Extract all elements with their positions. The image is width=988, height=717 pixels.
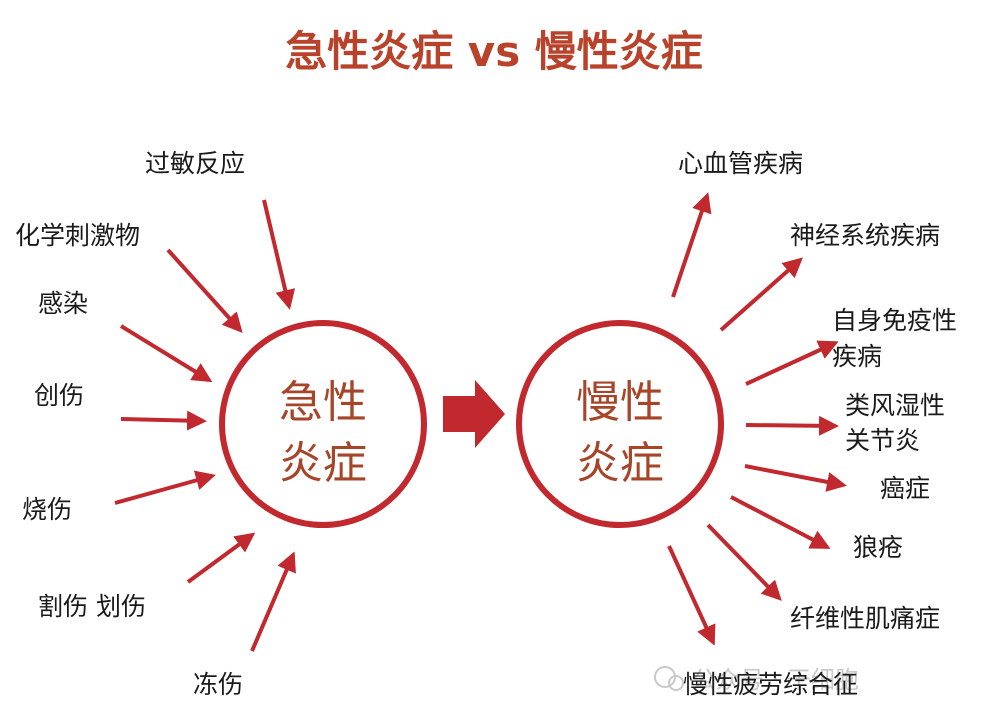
wechat-icon (654, 666, 676, 688)
arrow-burn (114, 470, 216, 505)
arrow-rheumatoid (745, 415, 839, 436)
page-title: 急性炎症 vs 慢性炎症 (285, 27, 703, 76)
cause-label-chemical-irritant: 化学刺激物 (15, 221, 140, 250)
disease-label-fibromyalgia: 纤维性肌痛症 (790, 604, 940, 633)
chronic-inflammation-circle (516, 320, 724, 528)
arrow-lupus (730, 495, 831, 549)
acute-circle-line1: 急性 (279, 377, 367, 428)
arrow-chronic-fatigue (667, 545, 716, 646)
arrow-chemical-irritant (166, 248, 243, 333)
disease-label-autoimmune-line1: 自身免疫性 (832, 306, 957, 335)
chronic-circle-line2: 炎症 (576, 438, 664, 489)
arrow-cuts (186, 532, 256, 584)
acute-circle-line2: 炎症 (279, 438, 367, 489)
arrow-cancer (744, 464, 847, 492)
disease-label-cardiovascular: 心血管疾病 (678, 149, 803, 178)
arrow-trauma (120, 410, 207, 431)
cause-label-cuts: 割伤 划伤 (38, 592, 146, 621)
cause-label-trauma: 创伤 (34, 381, 84, 410)
wechat-icon-inner (668, 675, 684, 691)
chronic-circle-line1: 慢性 (576, 377, 664, 428)
disease-label-cancer: 癌症 (880, 474, 930, 503)
disease-label-autoimmune-line2: 疾病 (832, 342, 882, 371)
arrow-autoimmune (745, 340, 839, 386)
arrow-fibromyalgia (706, 523, 782, 601)
arrow-frostbite (250, 551, 296, 652)
arrow-infection (119, 324, 213, 383)
acute-arrows (114, 199, 296, 652)
cause-label-burn: 烧伤 (22, 495, 72, 524)
acute-inflammation-circle (219, 320, 427, 528)
watermark: 公众号 · 干细胞 (654, 666, 859, 694)
cause-label-frostbite: 冻伤 (193, 670, 243, 699)
cause-label-allergic-reaction: 过敏反应 (145, 149, 245, 178)
cause-label-infection: 感染 (38, 289, 88, 318)
watermark-text: 公众号 · 干细胞 (692, 666, 859, 694)
disease-label-neurological: 神经系统疾病 (790, 221, 940, 250)
disease-label-rheumatoid-line1: 类风湿性 (845, 391, 945, 420)
disease-label-chronic-fatigue: 慢性疲劳综合征 (683, 670, 858, 699)
progression-arrow-icon (443, 380, 505, 448)
chronic-arrows (667, 192, 847, 646)
disease-label-lupus: 狼疮 (853, 533, 903, 562)
arrow-allergic-reaction (262, 199, 296, 310)
arrow-cardiovascular (671, 192, 712, 298)
arrow-neurological (719, 257, 803, 332)
disease-label-rheumatoid-line2: 关节炎 (845, 426, 920, 455)
